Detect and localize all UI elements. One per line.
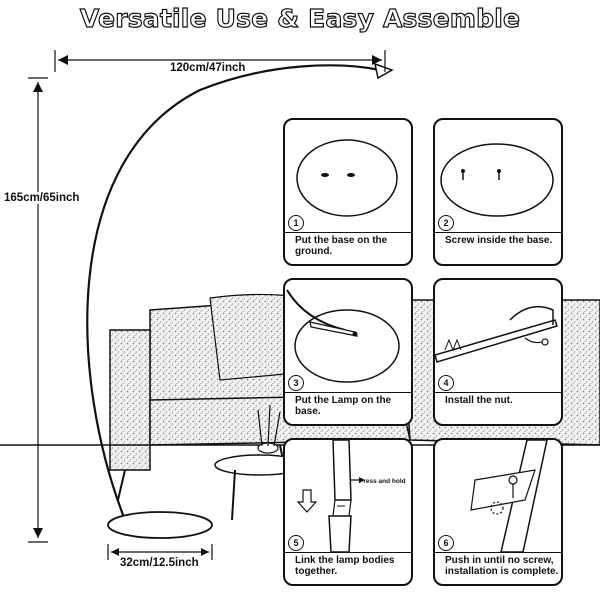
page-title: Versatile Use & Easy Assemble — [79, 3, 521, 33]
step-1-illustration — [285, 120, 411, 233]
step-caption-2: Screw inside the base. — [445, 235, 553, 246]
step-panel-5: Press and hold 5 Link the lamp bodies to… — [283, 438, 413, 586]
step-caption-1: Put the base on the ground. — [295, 235, 388, 257]
step-panel-4: 4 Install the nut. — [433, 278, 563, 426]
step-2-illustration — [435, 120, 561, 233]
step-4-illustration — [435, 280, 561, 393]
screw-icon — [461, 169, 501, 180]
step-caption-4: Install the nut. — [445, 395, 513, 406]
step-number-4: 4 — [438, 375, 454, 391]
base-dimension — [107, 544, 213, 560]
width-label: 120cm/47inch — [168, 62, 248, 74]
step-caption-5: Link the lamp bodies together. — [295, 555, 395, 577]
press-arrow-icon — [296, 489, 318, 513]
step-number-1: 1 — [288, 215, 304, 231]
step-6-illustration — [435, 440, 561, 553]
step-panel-6: 6 Push in until no screw, installation i… — [433, 438, 563, 586]
height-dimension — [28, 77, 48, 543]
step-number-5: 5 — [288, 535, 304, 551]
height-label: 165cm/65inch — [2, 192, 82, 204]
step-number-6: 6 — [438, 535, 454, 551]
step-panel-3: 3 Put the Lamp on the base. — [283, 278, 413, 426]
step-panel-1: 1 Put the base on the ground. — [283, 118, 413, 266]
lamp-arc — [86, 64, 381, 521]
step-number-3: 3 — [288, 375, 304, 391]
base-label: 32cm/12.5inch — [118, 557, 201, 569]
step-panel-2: 2 Screw inside the base. — [433, 118, 563, 266]
step-caption-3: Put the Lamp on the base. — [295, 395, 392, 417]
step-caption-6: Push in until no screw, installation is … — [445, 555, 559, 577]
press-and-hold-label: Press and hold — [359, 478, 406, 485]
lamp-base — [107, 511, 213, 539]
step-3-illustration — [285, 280, 411, 393]
step-5-illustration — [285, 440, 411, 553]
width-dimension — [54, 50, 386, 72]
step-number-2: 2 — [438, 215, 454, 231]
